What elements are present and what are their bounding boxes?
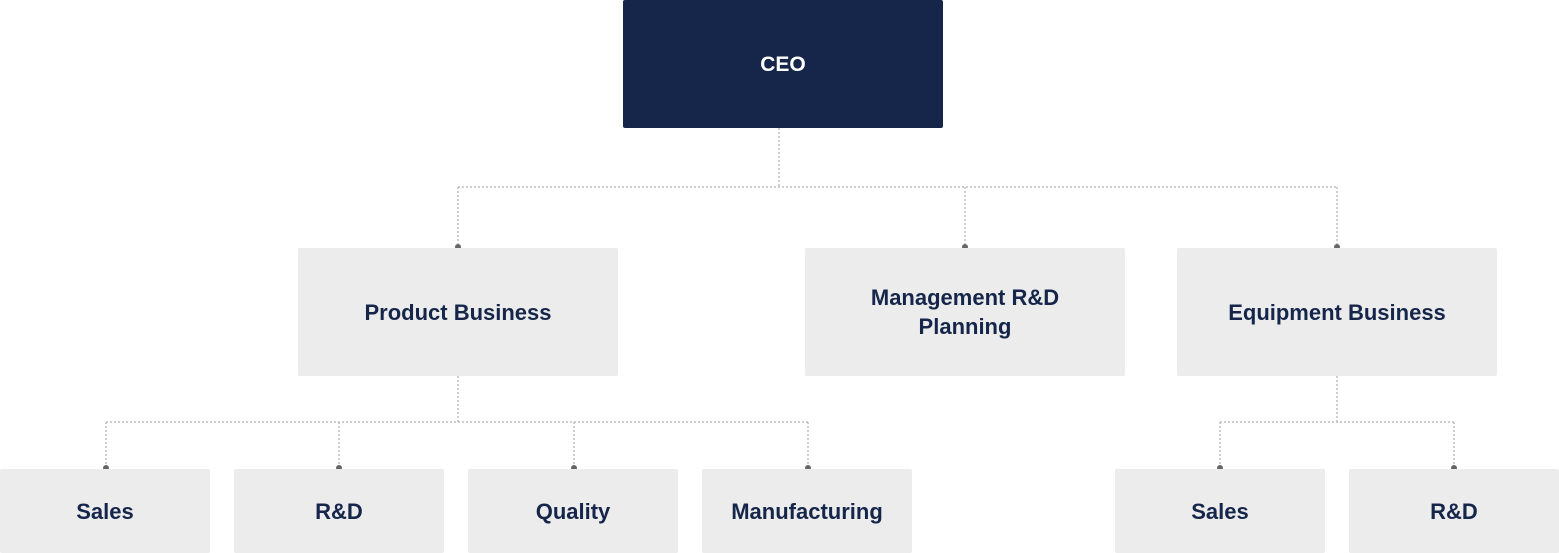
node-management-rd-planning: Management R&D Planning xyxy=(805,248,1125,376)
node-product-quality-label: Quality xyxy=(535,498,611,524)
node-equipment-sales: Sales xyxy=(1115,469,1325,553)
node-product-sales: Sales xyxy=(0,469,210,553)
node-product-rd-label: R&D xyxy=(315,498,363,524)
node-ceo: CEO xyxy=(623,0,943,128)
node-product-quality: Quality xyxy=(468,469,678,553)
node-equipment-rd-label: R&D xyxy=(1430,498,1478,524)
node-product-business: Product Business xyxy=(298,248,618,376)
node-product-manufacturing: Manufacturing xyxy=(702,469,912,553)
node-management-rd-planning-label: Management R&D Planning xyxy=(870,285,1060,339)
node-product-sales-label: Sales xyxy=(76,498,134,524)
node-product-manufacturing-label: Manufacturing xyxy=(731,498,883,524)
node-equipment-rd: R&D xyxy=(1349,469,1559,553)
node-equipment-business: Equipment Business xyxy=(1177,248,1497,376)
node-ceo-label: CEO xyxy=(760,52,806,76)
node-product-business-label: Product Business xyxy=(364,299,552,325)
node-equipment-sales-label: Sales xyxy=(1191,498,1249,524)
node-product-rd: R&D xyxy=(234,469,444,553)
node-equipment-business-label: Equipment Business xyxy=(1228,299,1446,325)
